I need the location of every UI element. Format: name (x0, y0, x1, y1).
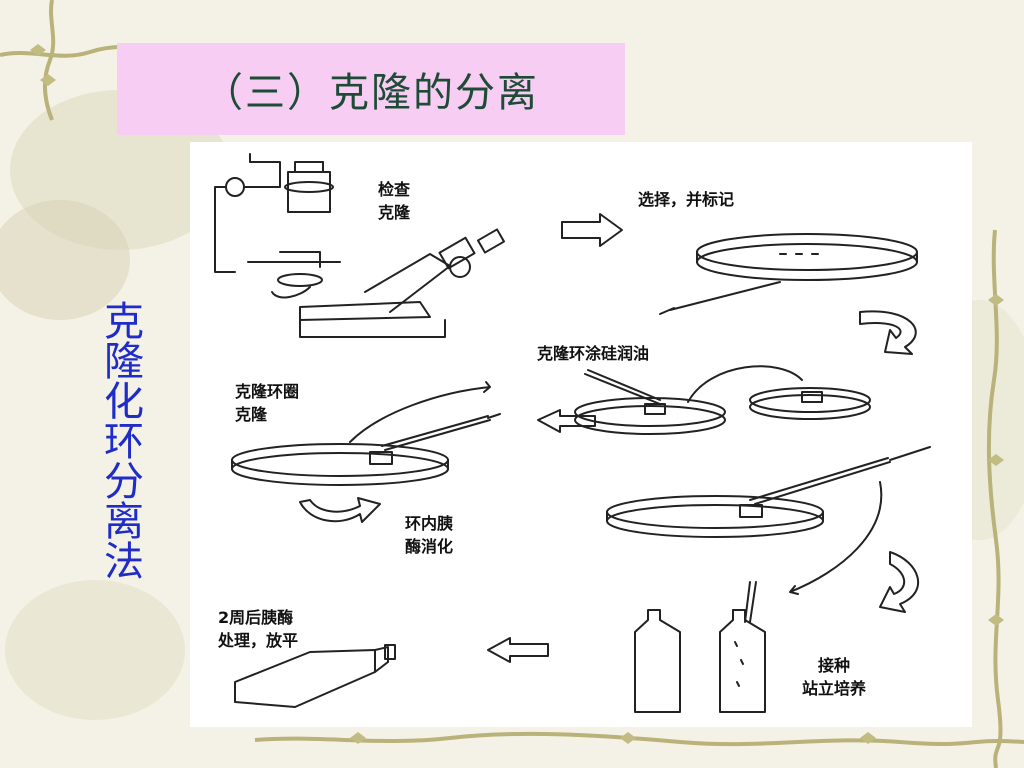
side-label: 克隆化环分离法 (97, 300, 143, 580)
dish-grease (574, 365, 871, 435)
title-banner: （三）克隆的分离 (117, 43, 625, 135)
clone-isolation-diagram: 检查 克隆 选择，并标记 克隆环涂硅润油 克隆环圈 克隆 环内胰 酶消化 接种 … (190, 142, 972, 727)
dish-select (659, 233, 918, 315)
diagram-drawing (214, 153, 931, 713)
arrow-left-1 (537, 409, 596, 433)
microscope-illustration (214, 153, 506, 338)
arrow-right-1 (561, 213, 623, 247)
step-label-culture: 接种 站立培养 (802, 656, 867, 698)
arrow-left-2 (487, 637, 549, 663)
step-label-digest: 环内胰 酶消化 (405, 514, 454, 556)
step-label-check: 检查 克隆 (378, 180, 411, 222)
flask-lying (234, 644, 396, 708)
dish-ring-clone (231, 381, 501, 486)
arrow-curve-2 (299, 497, 381, 523)
arrow-curve-1 (859, 310, 917, 355)
step-label-ring: 克隆环圈 克隆 (235, 382, 300, 424)
flasks-standing (634, 581, 766, 713)
dish-digest (606, 446, 931, 595)
step-label-grease: 克隆环涂硅润油 (537, 344, 650, 363)
step-label-select: 选择，并标记 (638, 190, 735, 209)
slide-title: （三）克隆的分离 (203, 70, 539, 116)
step-label-flatten: 2周后胰酶 处理，放平 (218, 608, 299, 650)
arrow-curve-3 (879, 551, 920, 613)
